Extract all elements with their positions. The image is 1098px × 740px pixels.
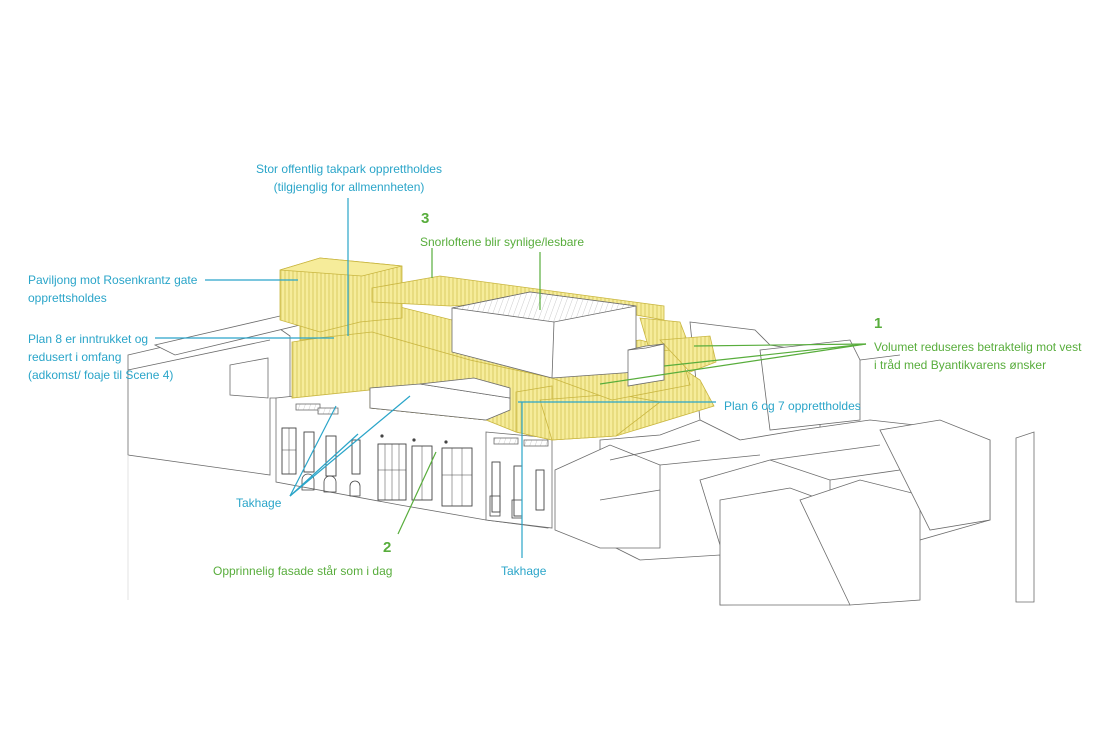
takhage-left-label: Takhage [236,496,282,510]
takpark-label-line1: Stor offentlig takpark opprettholdes [256,162,442,176]
volumet-label: Volumet reduseres betraktelig mot vest i… [874,338,1081,374]
takpark-label: Stor offentlig takpark opprettholdes (ti… [244,160,454,196]
plan8-label-line2: redusert i omfang [28,350,122,364]
plan67-label: Plan 6 og 7 opprettholdes [724,399,861,413]
plan8-label: Plan 8 er inntrukket og redusert i omfan… [28,330,173,384]
paviljong-label-line1: Paviljong mot Rosenkrantz gate [28,273,198,287]
fly-tower [369,291,665,421]
takhage-right-label: Takhage [501,564,547,578]
context-buildings [127,315,1035,606]
fasade-label: Opprinnelig fasade står som i dag [213,564,393,578]
plan8-label-line1: Plan 8 er inntrukket og [28,332,149,346]
marker-number-2: 2 [383,539,392,556]
leader-lines-green [397,248,867,535]
volumet-label-line2: i tråd med Byantikvarens ønsker [874,358,1047,372]
paviljong-label: Paviljong mot Rosenkrantz gate opprettsh… [28,271,197,307]
marker-number-3: 3 [421,210,430,227]
paviljong-label-line2: opprettsholdes [28,291,107,305]
leader-lines-blue [155,198,716,558]
snorloft-label: Snorloftene blir synlige/lesbare [420,235,585,249]
takpark-label-line2: (tilgjenglig for allmennheten) [273,180,425,194]
marker-number-1: 1 [874,315,883,332]
plan8-label-line3: (adkomst/ foaje til Scene 4) [28,368,174,382]
volumet-label-line1: Volumet reduseres betraktelig mot vest [874,340,1082,354]
